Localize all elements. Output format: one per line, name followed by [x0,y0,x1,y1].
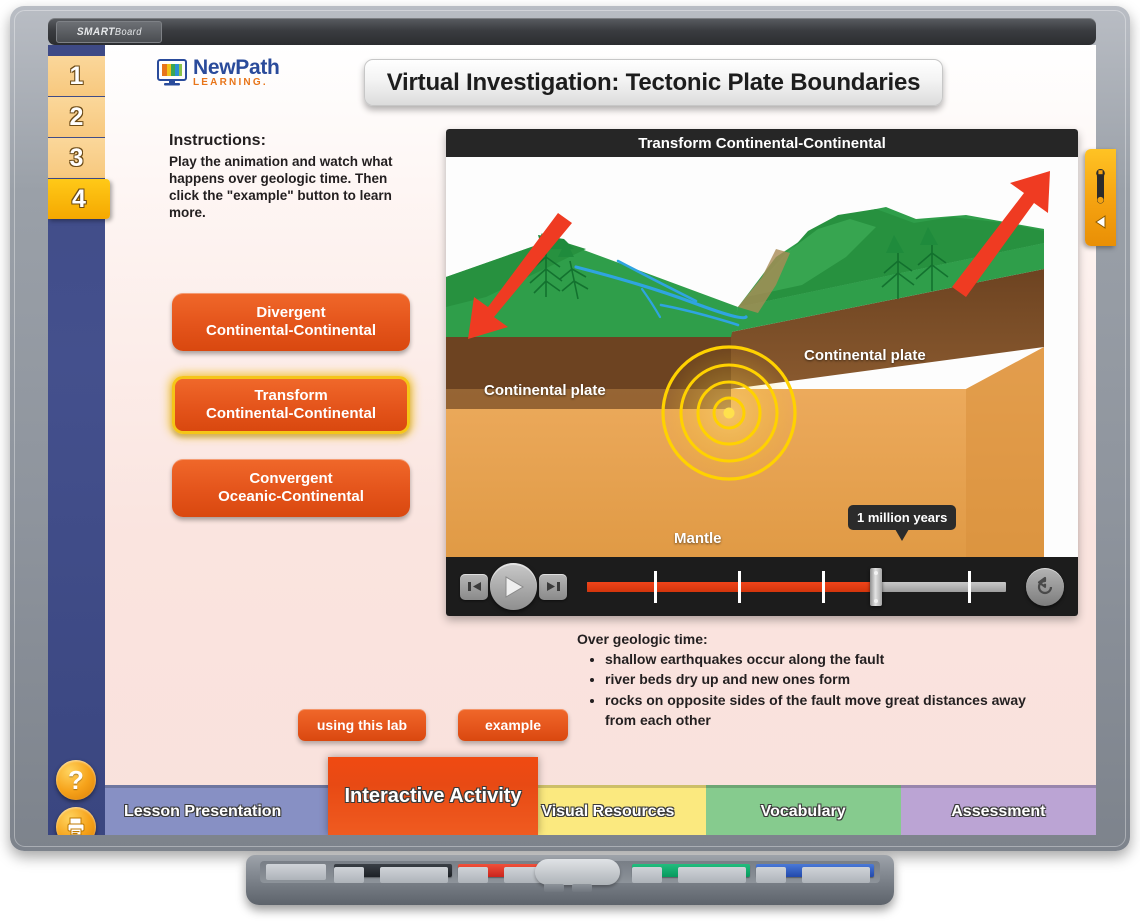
page-button-3[interactable]: 3 [48,138,105,178]
print-button[interactable] [56,807,96,835]
boundary-button-transform-line1: Transform [254,387,328,404]
page-rail: 1 2 3 4 ? [48,45,110,835]
replay-icon [1037,576,1053,594]
prev-button[interactable] [460,573,488,600]
label-continental-plate-left: Continental plate [484,382,606,399]
label-continental-plate-right: Continental plate [804,347,926,364]
pen-tray-inset [260,859,880,885]
timeline-progress [587,581,877,592]
replay-button[interactable] [1026,567,1064,606]
wrench-icon [1096,168,1105,203]
pen-slot [266,864,326,880]
triangle-left-icon [1094,214,1105,229]
bottom-tab-bar: Lesson Presentation Visual Resources Voc… [105,757,1096,835]
animation-panel: Transform Continental-Continental [446,129,1078,616]
play-icon [505,575,524,598]
pen-tray [246,855,894,905]
page-button-4[interactable]: 4 [48,179,110,219]
pen-label [678,867,746,883]
tray-button-help[interactable] [544,884,564,892]
instructions-block: Instructions: Play the animation and wat… [169,132,399,221]
help-button[interactable]: ? [56,760,96,800]
play-button[interactable] [490,563,537,610]
facts-list: shallow earthquakes occur along the faul… [577,649,1047,730]
label-mantle: Mantle [674,530,722,547]
animation-stage[interactable]: Continental plate Continental plate Mant… [446,157,1078,557]
using-this-lab-button[interactable]: using this lab [298,709,426,741]
facts-block: Over geologic time: shallow earthquakes … [577,631,1047,730]
tectonic-plate-illustration [446,171,1050,557]
facts-item: river beds dry up and new ones form [605,669,1047,689]
pen-clip [458,867,488,883]
boundary-button-transform-line2: Continental-Continental [206,405,376,422]
timeline-tooltip: 1 million years [848,505,957,541]
pen-clip [632,867,662,883]
timeline-tick [968,570,972,603]
tab-assessment[interactable]: Assessment [900,785,1096,835]
pen-label [802,867,870,883]
boundary-type-buttons: Divergent Continental-Continental Transf… [172,293,416,542]
tab-interactive-activity[interactable]: Interactive Activity [328,757,538,835]
tab-vocabulary[interactable]: Vocabulary [705,785,901,835]
motion-arrow-right [952,171,1050,297]
page-title: Virtual Investigation: Tectonic Plate Bo… [364,59,943,106]
smart-brand: SMART [76,26,115,38]
tab-visual-resources[interactable]: Visual Resources [510,785,706,835]
page-title-text: Virtual Investigation: Tectonic Plate Bo… [386,68,921,96]
boundary-button-convergent[interactable]: Convergent Oceanic-Continental [172,459,410,517]
smart-brand-sub: Board [114,27,142,38]
lesson-canvas: NewPath LEARNING. Virtual Investigation:… [105,45,1096,835]
newpath-logo: NewPath LEARNING. [157,57,280,88]
instructions-body: Play the animation and watch what happen… [169,154,393,220]
facts-item: rocks on opposite sides of the fault mov… [605,690,1047,731]
skip-back-icon [467,582,481,591]
motion-arrow-left [468,213,572,339]
tools-tab[interactable] [1085,149,1116,246]
boundary-button-convergent-line1: Convergent [249,470,333,487]
pen-label [380,867,448,883]
facts-lead: Over geologic time: [577,631,708,647]
animation-player-controls [446,557,1078,616]
skip-forward-icon [546,582,560,591]
pen-clip [756,867,786,883]
newpath-logo-tagline: LEARNING. [193,77,268,88]
boundary-button-convergent-line2: Oceanic-Continental [218,488,364,505]
newpath-logo-name: NewPath [193,56,280,79]
timeline-handle[interactable] [869,567,882,606]
question-mark-icon: ? [68,765,84,795]
pen-clip [334,867,364,883]
example-button[interactable]: example [458,709,568,741]
timeline-tick [654,570,658,603]
instructions-heading: Instructions: [169,132,266,149]
tab-lesson-presentation[interactable]: Lesson Presentation [105,785,301,835]
printer-icon [67,817,85,835]
newpath-logo-mark [157,58,187,87]
boundary-button-divergent-line2: Continental-Continental [206,322,376,339]
animation-panel-title: Transform Continental-Continental [446,129,1078,157]
next-button[interactable] [539,573,567,600]
page-button-1[interactable]: 1 [48,56,105,96]
timeline-tick [821,570,825,603]
board-top-bezel: SMARTBoard [48,18,1096,45]
eraser[interactable] [535,859,620,885]
timeline-slider[interactable] [587,567,1006,607]
smart-board-logo: SMARTBoard [56,21,162,43]
boundary-button-transform[interactable]: Transform Continental-Continental [172,376,410,434]
smart-board-frame: SMARTBoard 1 2 3 4 ? [10,6,1130,851]
tray-button-keyboard[interactable] [572,884,592,892]
boundary-button-divergent-line1: Divergent [256,304,326,321]
facts-item: shallow earthquakes occur along the faul… [605,649,1047,669]
timeline-tick [737,570,741,603]
boundary-button-divergent[interactable]: Divergent Continental-Continental [172,293,410,351]
page-button-2[interactable]: 2 [48,97,105,137]
whiteboard-screen: 1 2 3 4 ? [48,45,1096,835]
earthquake-epicenter [661,345,797,481]
